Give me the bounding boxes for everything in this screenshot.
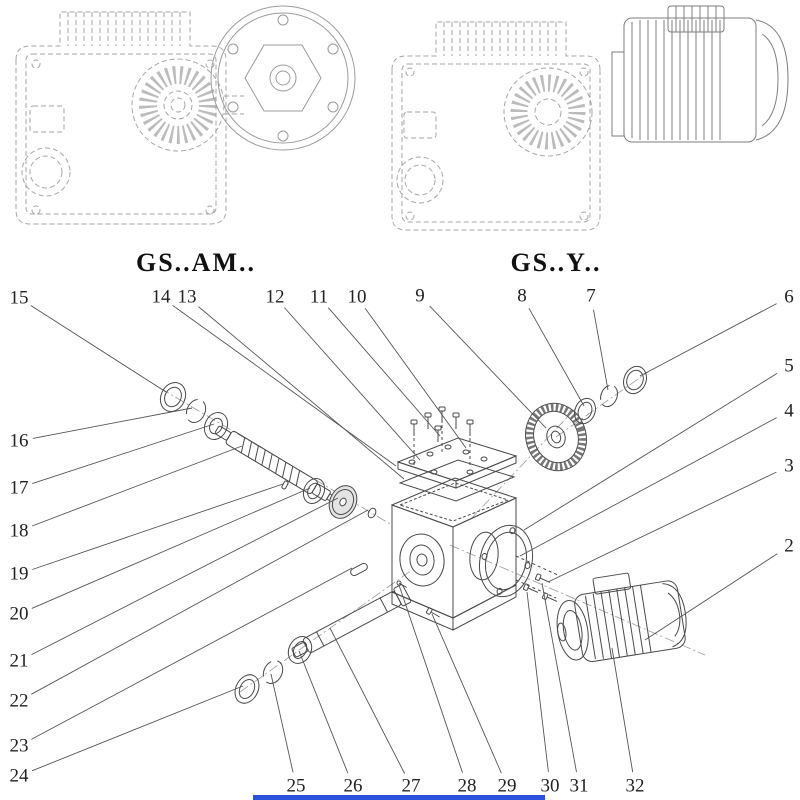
part-number-label: 12: [263, 286, 287, 308]
worm-shaft: [214, 425, 339, 505]
motor-drawing: [556, 572, 687, 662]
helical-gear-and-rings: [525, 365, 647, 472]
part-number-label: 29: [495, 775, 519, 797]
leader-line: [298, 650, 349, 774]
leader-line: [526, 591, 549, 773]
worm-gear-parts: [302, 477, 377, 519]
part-number-label: 17: [7, 477, 31, 499]
part-number-label: 3: [782, 455, 796, 477]
leader-line: [31, 487, 311, 609]
leader-line: [31, 497, 339, 656]
input-seal-and-bearings: [159, 381, 229, 441]
part-number-label: 28: [455, 775, 479, 797]
leader-line: [364, 308, 467, 449]
part-number-label: 2: [782, 535, 796, 557]
leader-line: [32, 483, 284, 570]
leader-line: [283, 307, 421, 461]
part-number-label: 4: [782, 400, 796, 422]
part-number-label: 15: [7, 287, 31, 309]
cover-plate-and-gasket: [396, 437, 518, 502]
leader-line: [30, 305, 167, 393]
cover-bolts: [410, 406, 474, 468]
part-number-label: 22: [7, 690, 31, 712]
part-number-label: 24: [7, 765, 31, 787]
figure-label-gs-y: GS..Y..: [510, 248, 602, 277]
leader-line: [541, 582, 577, 773]
figure-gs-am-drawing: [15, 5, 356, 225]
leader-line: [644, 553, 778, 641]
part-number-label: 10: [345, 286, 369, 308]
leader-line: [31, 509, 369, 695]
leader-line: [547, 471, 777, 583]
part-number-label: 31: [567, 775, 591, 797]
part-number-label: 13: [175, 286, 199, 308]
leader-line: [327, 307, 441, 437]
center-axes: [159, 371, 706, 693]
leader-line: [270, 673, 294, 773]
leader-line: [31, 567, 353, 740]
leader-line: [639, 303, 777, 377]
leader-line: [32, 423, 215, 485]
leader-line: [31, 685, 244, 772]
leader-line: [593, 309, 609, 391]
part-number-label: 8: [515, 285, 529, 307]
leader-lines: [30, 303, 778, 774]
part-number-label: 30: [538, 775, 562, 797]
part-number-label: 26: [341, 775, 365, 797]
leader-line: [523, 373, 778, 531]
part-number-label: 20: [7, 603, 31, 625]
leader-line: [528, 307, 585, 407]
part-number-label: 18: [7, 520, 31, 542]
part-number-label: 19: [7, 563, 31, 585]
exploded-view-drawing: [159, 365, 706, 704]
output-bearing-and-seal: [234, 636, 313, 704]
mounted-motor: [611, 5, 789, 143]
part-number-label: 11: [307, 286, 331, 308]
part-number-label: 9: [413, 285, 427, 307]
part-number-label: 23: [7, 735, 31, 757]
leader-line: [398, 584, 463, 773]
figure-gs-y-drawing: [391, 5, 789, 231]
part-number-label: 14: [149, 286, 173, 308]
part-number-label: 27: [399, 775, 423, 797]
mounting-flange-ring: [478, 524, 534, 598]
figure-label-gs-am: GS..AM..: [136, 248, 256, 277]
leader-line: [32, 407, 193, 439]
gear-housing: [390, 477, 518, 631]
output-shaft: [291, 562, 440, 658]
part-number-label: 5: [782, 355, 796, 377]
leader-line: [611, 647, 634, 773]
part-number-label: 6: [782, 286, 796, 308]
leader-line: [172, 304, 397, 467]
leader-line: [519, 417, 777, 557]
part-number-label: 7: [584, 285, 598, 307]
part-number-label: 21: [7, 650, 31, 672]
leader-line: [429, 305, 547, 429]
leader-line: [431, 613, 502, 774]
part-number-label: 25: [284, 775, 308, 797]
bottom-blue-strip: [253, 795, 545, 800]
part-number-label: 16: [7, 430, 31, 452]
flange-fasteners: [515, 555, 561, 602]
output-flange: [210, 5, 356, 151]
leader-line: [329, 627, 406, 774]
part-number-label: 32: [623, 775, 647, 797]
leader-line: [197, 305, 405, 480]
leader-line: [31, 445, 243, 527]
